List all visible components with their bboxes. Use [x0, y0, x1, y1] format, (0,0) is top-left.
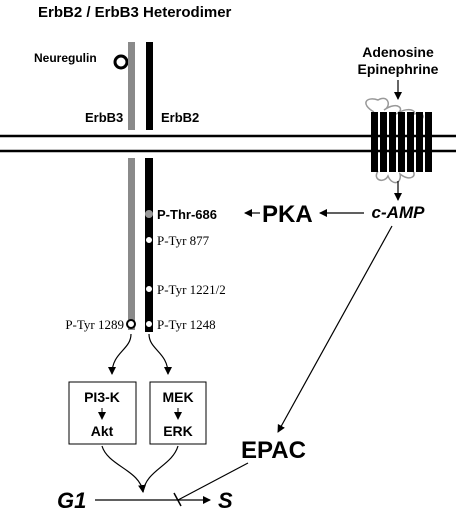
erk-label: ERK: [163, 423, 193, 439]
erbb2-intracellular-bar: [145, 158, 153, 332]
erbb3-label: ErbB3: [85, 110, 123, 125]
gpcr-helices-icon: [371, 112, 432, 172]
s-label: S: [218, 488, 233, 513]
erbb3-to-pi3k-arrow: [108, 333, 132, 375]
tyr877-label: P-Tyr 877: [157, 233, 210, 248]
diagram-title: ErbB2 / ErbB3 Heterodimer: [38, 4, 232, 21]
akt-label: Akt: [91, 423, 114, 439]
mek-label: MEK: [162, 389, 193, 405]
epinephrine-label: Epinephrine: [358, 61, 439, 77]
tyr877-site-marker: [145, 236, 153, 244]
tyr1221-site-marker: [145, 285, 153, 293]
epac-inhibition-line: [177, 462, 249, 501]
neuregulin-label: Neuregulin: [34, 51, 97, 65]
akt-to-cellcycle-arrow: [101, 445, 147, 493]
camp-to-epac-arrow: [277, 225, 393, 433]
thr686-site-marker: [145, 210, 153, 218]
tyr1248-label: P-Tyr 1248: [157, 317, 216, 332]
neuregulin-ligand-icon: [113, 54, 129, 70]
adenosine-label: Adenosine: [362, 44, 434, 60]
gpcr-intracellular-loop-icon: [375, 169, 415, 184]
pka-label: PKA: [262, 201, 313, 228]
pi3k-label: PI3-K: [84, 389, 120, 405]
erbb2-to-mek-arrow: [148, 333, 172, 375]
tyr1248-site-marker: [145, 320, 153, 328]
g1-label: G1: [57, 488, 86, 513]
thr686-label: P-Thr-686: [157, 207, 217, 222]
tyr1221-label: P-Tyr 1221/2: [157, 282, 226, 297]
erbb3-extracellular-bar: [128, 42, 135, 130]
tyr1289-label: P-Tyr 1289: [65, 317, 124, 332]
erbb2-label: ErbB2: [161, 110, 199, 125]
camp-label: c-AMP: [372, 203, 426, 222]
epac-label: EPAC: [241, 437, 306, 464]
erbb2-extracellular-bar: [146, 42, 153, 130]
erk-to-cellcycle-arrow: [142, 445, 179, 493]
erbb3-intracellular-bar: [128, 158, 135, 330]
tyr1289-site-marker: [126, 319, 136, 329]
